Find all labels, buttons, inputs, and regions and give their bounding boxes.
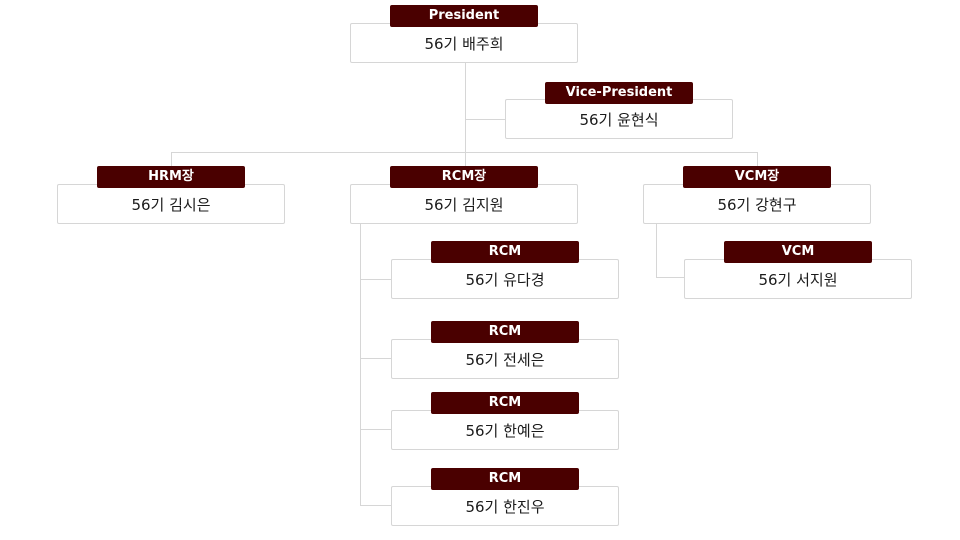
rcm-member-name: 56기 한진우 [391, 486, 619, 526]
rcm-lead-name: 56기 김지원 [350, 184, 578, 224]
rcm-member-role-tag: RCM [431, 241, 579, 263]
vice-president-role-tag: Vice-President [545, 82, 693, 104]
president-name: 56기 배주희 [350, 23, 578, 63]
vcm-lead-name: 56기 강현구 [643, 184, 871, 224]
rcm-member-role-tag: RCM [431, 468, 579, 490]
hrm-lead-name: 56기 김시은 [57, 184, 285, 224]
hrm-lead-role-tag: HRM장 [97, 166, 245, 188]
vcm-member-role-tag: VCM [724, 241, 872, 263]
rcm-lead-role-tag: RCM장 [390, 166, 538, 188]
vcm-lead-role-tag: VCM장 [683, 166, 831, 188]
rcm-member-name: 56기 한예은 [391, 410, 619, 450]
rcm-member-name: 56기 유다경 [391, 259, 619, 299]
vcm-member-name: 56기 서지원 [684, 259, 912, 299]
president-role-tag: President [390, 5, 538, 27]
vice-president-name: 56기 윤현식 [505, 99, 733, 139]
rcm-member-name: 56기 전세은 [391, 339, 619, 379]
rcm-member-role-tag: RCM [431, 392, 579, 414]
rcm-member-role-tag: RCM [431, 321, 579, 343]
